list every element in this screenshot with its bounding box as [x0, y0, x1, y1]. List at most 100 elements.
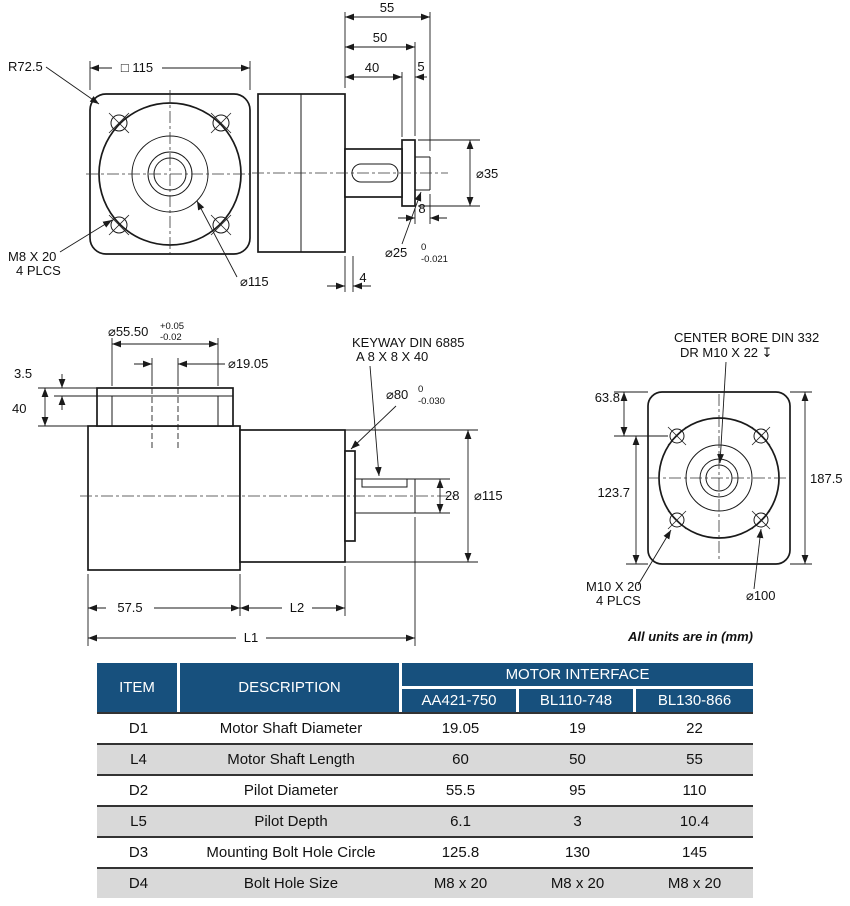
cell-description: Motor Shaft Diameter: [180, 712, 402, 743]
keyway-note-line2: A 8 X 8 X 40: [356, 349, 428, 364]
dim-dia-25-tol-upper: 0: [421, 242, 426, 253]
cell-value: 22: [636, 712, 754, 743]
center-bore-note-line2: DR M10 X 22 ↧: [680, 345, 773, 360]
bolt-hole-cross: [108, 112, 130, 134]
cell-item: L5: [97, 805, 180, 836]
leader-line: [350, 405, 397, 450]
dim-57-5: 57.5: [117, 600, 142, 615]
col-header-model-bl110-748: BL110-748: [519, 689, 636, 712]
dim-5: 5: [417, 59, 424, 74]
cell-value: 110: [636, 774, 754, 805]
cell-value: 125.8: [402, 836, 519, 867]
cell-value: 3: [519, 805, 636, 836]
cell-description: Pilot Diameter: [180, 774, 402, 805]
table-model-row: AA421-750 BL110-748 BL130-866: [97, 689, 754, 712]
bolt-hole-cross: [751, 426, 771, 446]
dim-dia-55-5-tol-lower: -0.02: [160, 332, 182, 343]
bolt-hole: [669, 512, 685, 528]
bolt-spec-line2: 4 PLCS: [16, 263, 61, 278]
dim-dia-80-tol-upper: 0: [418, 384, 423, 395]
cell-value: M8 x 20: [519, 867, 636, 898]
leader-line: [45, 66, 100, 105]
gearbox-side-view: ⌀55.50 +0.05 -0.02 ⌀19.05 3.5 40 KEYWAY …: [12, 321, 503, 646]
cell-item: D4: [97, 867, 180, 898]
dim-label-background: [112, 60, 162, 75]
col-group-motor-interface: MOTOR INTERFACE: [402, 663, 754, 689]
dim-40-flange: 40: [12, 401, 26, 416]
dim-55: 55: [380, 0, 394, 15]
bolt-hole-cross: [210, 112, 232, 134]
units-note: All units are in (mm): [627, 629, 753, 644]
table-row-d3: D3 Mounting Bolt Hole Circle 125.8 130 1…: [97, 836, 754, 867]
cell-value: 10.4: [636, 805, 754, 836]
leader-line: [59, 219, 113, 253]
leader-line: [753, 528, 764, 590]
bolt-spec-line2: 4 PLCS: [596, 593, 641, 608]
table-row-l5: L5 Pilot Depth 6.1 3 10.4: [97, 805, 754, 836]
dim-4: 4: [359, 270, 366, 285]
dim-square-size: □ 115: [121, 60, 153, 75]
bolt-spec-line1: M8 X 20: [8, 249, 56, 264]
bolt-hole: [110, 114, 128, 132]
cell-value: 50: [519, 743, 636, 774]
input-side-view: 55 50 40 5 ⌀35 8 ⌀25 0 -0.021 4: [252, 0, 498, 292]
bolt-hole: [212, 114, 230, 132]
dim-dia-115-body: ⌀115: [474, 488, 503, 503]
bolt-hole-cross: [108, 214, 130, 236]
col-header-model-aa421-750: AA421-750: [402, 689, 519, 712]
dim-3-5: 3.5: [14, 366, 32, 381]
cell-value: 60: [402, 743, 519, 774]
gearbox-technical-drawing: R72.5 □ 115 M8 X 20 4 PLCS ⌀115 55 5: [8, 0, 843, 646]
cell-description: Motor Shaft Length: [180, 743, 402, 774]
gearbox-body: [87, 425, 241, 571]
bolt-hole: [753, 512, 769, 528]
leader-line: [717, 361, 727, 464]
cell-value: 19.05: [402, 712, 519, 743]
cell-value: 130: [519, 836, 636, 867]
dim-dia-19-05: ⌀19.05: [228, 356, 268, 371]
dim-50: 50: [373, 30, 387, 45]
cell-value: 6.1: [402, 805, 519, 836]
dim-dia-55-5: ⌀55.50: [108, 324, 148, 339]
dim-dia-25-tol-lower: -0.021: [421, 254, 448, 265]
cell-description: Mounting Bolt Hole Circle: [180, 836, 402, 867]
leader-line: [401, 191, 422, 245]
cell-description: Bolt Hole Size: [180, 867, 402, 898]
cell-value: M8 x 20: [636, 867, 754, 898]
dim-label-background: [282, 600, 312, 615]
output-flange-front-view: CENTER BORE DIN 332 DR M10 X 22 ↧ 63.8 1…: [586, 330, 843, 644]
dim-28: 28: [445, 488, 459, 503]
cell-value: 19: [519, 712, 636, 743]
cell-item: D1: [97, 712, 180, 743]
dim-l2: L2: [290, 600, 304, 615]
cell-value: 55.5: [402, 774, 519, 805]
cell-item: D2: [97, 774, 180, 805]
dim-flange-diameter: ⌀115: [240, 274, 269, 289]
bolt-hole: [212, 216, 230, 234]
dim-l1: L1: [244, 630, 258, 645]
table-header-row: ITEM DESCRIPTION MOTOR INTERFACE: [97, 663, 754, 712]
dim-40: 40: [365, 60, 379, 75]
dim-123-7: 123.7: [597, 485, 630, 500]
dim-dia-55-5-tol-upper: +0.05: [160, 321, 184, 332]
table-row-d1: D1 Motor Shaft Diameter 19.05 19 22: [97, 712, 754, 743]
center-bore-note-line1: CENTER BORE DIN 332: [674, 330, 819, 345]
table-row-d2: D2 Pilot Diameter 55.5 95 110: [97, 774, 754, 805]
dim-dia-100: ⌀100: [746, 588, 776, 603]
cell-value: M8 x 20: [402, 867, 519, 898]
motor-flange-block: [96, 387, 234, 427]
cell-description: Pilot Depth: [180, 805, 402, 836]
input-flange-front-view: R72.5 □ 115 M8 X 20 4 PLCS ⌀115: [8, 59, 269, 289]
col-header-model-bl130-866: BL130-866: [636, 689, 754, 712]
bolt-hole-cross: [667, 510, 687, 530]
cell-value: 95: [519, 774, 636, 805]
bolt-hole: [753, 428, 769, 444]
bolt-hole-cross: [210, 214, 232, 236]
col-header-item: ITEM: [97, 663, 180, 712]
bolt-hole: [669, 428, 685, 444]
dim-63-8: 63.8: [595, 390, 620, 405]
cell-item: D3: [97, 836, 180, 867]
dim-label-background: [106, 600, 154, 615]
dim-dia-80: ⌀80: [386, 387, 408, 402]
